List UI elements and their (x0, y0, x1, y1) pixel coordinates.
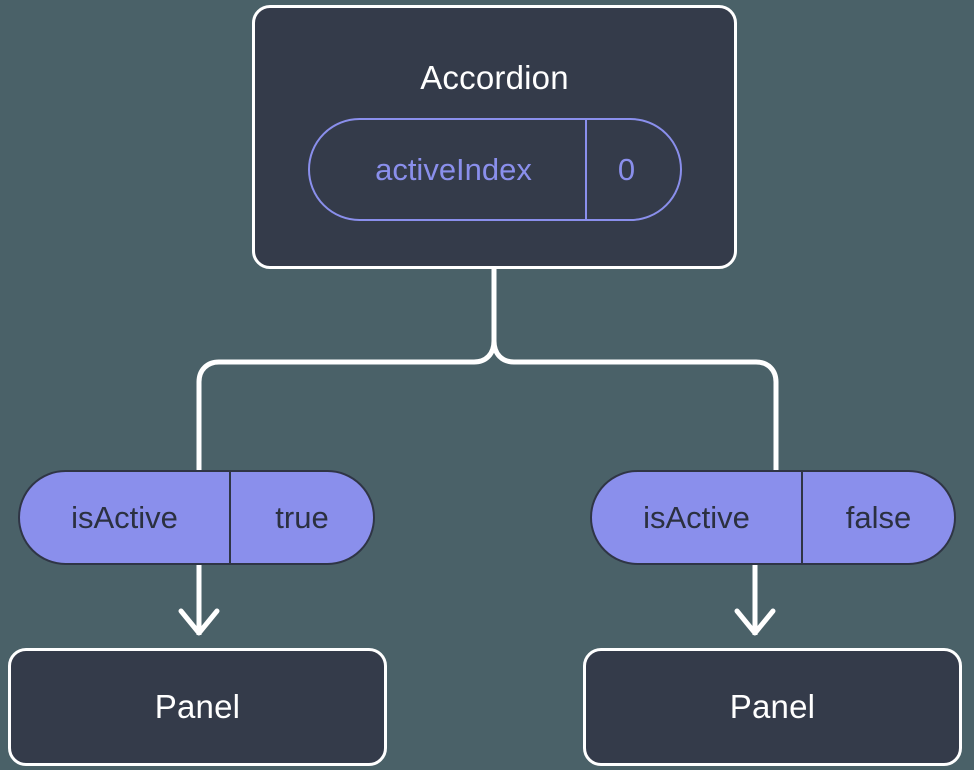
prop-pill-value: false (845, 499, 912, 535)
connector-fork (196, 340, 497, 470)
connector-fork-right (491, 340, 779, 470)
panel-node-right-label: Panel (729, 688, 816, 725)
prop-pill-value: true (275, 499, 329, 535)
prop-pill-key: isActive (592, 472, 803, 563)
arrow-right-head (734, 608, 776, 636)
prop-pill-is-active-false[interactable]: isActive false (590, 470, 956, 565)
state-pill-active-index[interactable]: activeIndex 0 (308, 118, 682, 221)
state-pill-value: 0 (617, 151, 636, 187)
panel-node-right[interactable]: Panel (583, 648, 962, 766)
panel-node-left[interactable]: Panel (8, 648, 387, 766)
prop-pill-key: isActive (20, 472, 231, 563)
prop-pill-is-active-true[interactable]: isActive true (18, 470, 375, 565)
arrow-left-head (178, 608, 220, 636)
accordion-node-label: Accordion (420, 59, 569, 96)
panel-node-left-label: Panel (154, 688, 241, 725)
state-pill-key: activeIndex (310, 120, 587, 219)
